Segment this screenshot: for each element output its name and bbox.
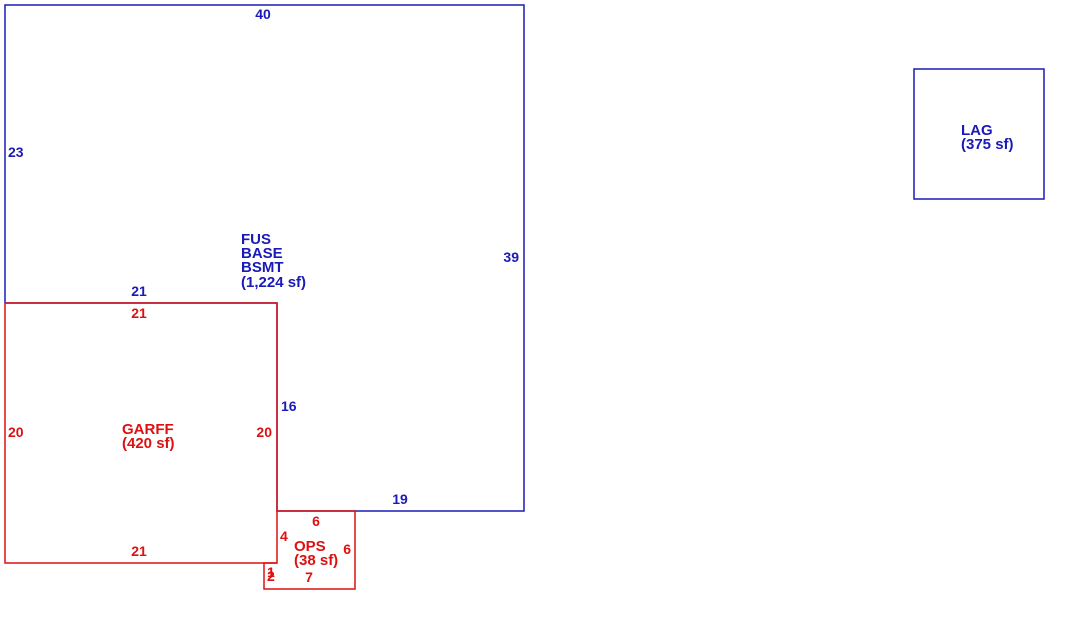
main-dim-top: 40 [255, 6, 271, 22]
porch-dim-small-b: 2 [267, 568, 275, 584]
porch-dim-bottom: 7 [305, 569, 313, 585]
main-area-label-2: BASE [241, 245, 283, 262]
garage-dim-right: 20 [256, 424, 272, 440]
main-dim-bottom: 19 [392, 491, 408, 507]
main-dim-left: 23 [8, 144, 24, 160]
main-area-size: (1,224 sf) [241, 274, 306, 291]
porch-dim-top: 6 [312, 513, 320, 529]
porch-area-size: (38 sf) [294, 552, 338, 569]
detached-outline [913, 68, 1045, 200]
garage-dim-top: 21 [131, 305, 147, 321]
main-area-label-3: BSMT [241, 259, 284, 276]
garage-area-size: (420 sf) [122, 435, 175, 452]
porch-dim-small-a: 1 [267, 564, 275, 580]
garage-dim-left: 20 [8, 424, 24, 440]
detached-area-size: (375 sf) [961, 136, 1014, 153]
garage-label: GARFF [122, 421, 174, 438]
detached-label: LAG [961, 122, 993, 139]
main-dim-inner-right: 16 [281, 398, 297, 414]
main-area-label-1: FUS [241, 231, 271, 248]
porch-label: OPS [294, 538, 326, 555]
porch-outline [263, 510, 356, 590]
porch-dim-right: 6 [343, 541, 351, 557]
main-dim-inner-top: 21 [131, 283, 147, 299]
garage-dim-bottom: 21 [131, 543, 147, 559]
main-dim-right: 39 [503, 249, 519, 265]
porch-dim-left: 4 [280, 528, 288, 544]
